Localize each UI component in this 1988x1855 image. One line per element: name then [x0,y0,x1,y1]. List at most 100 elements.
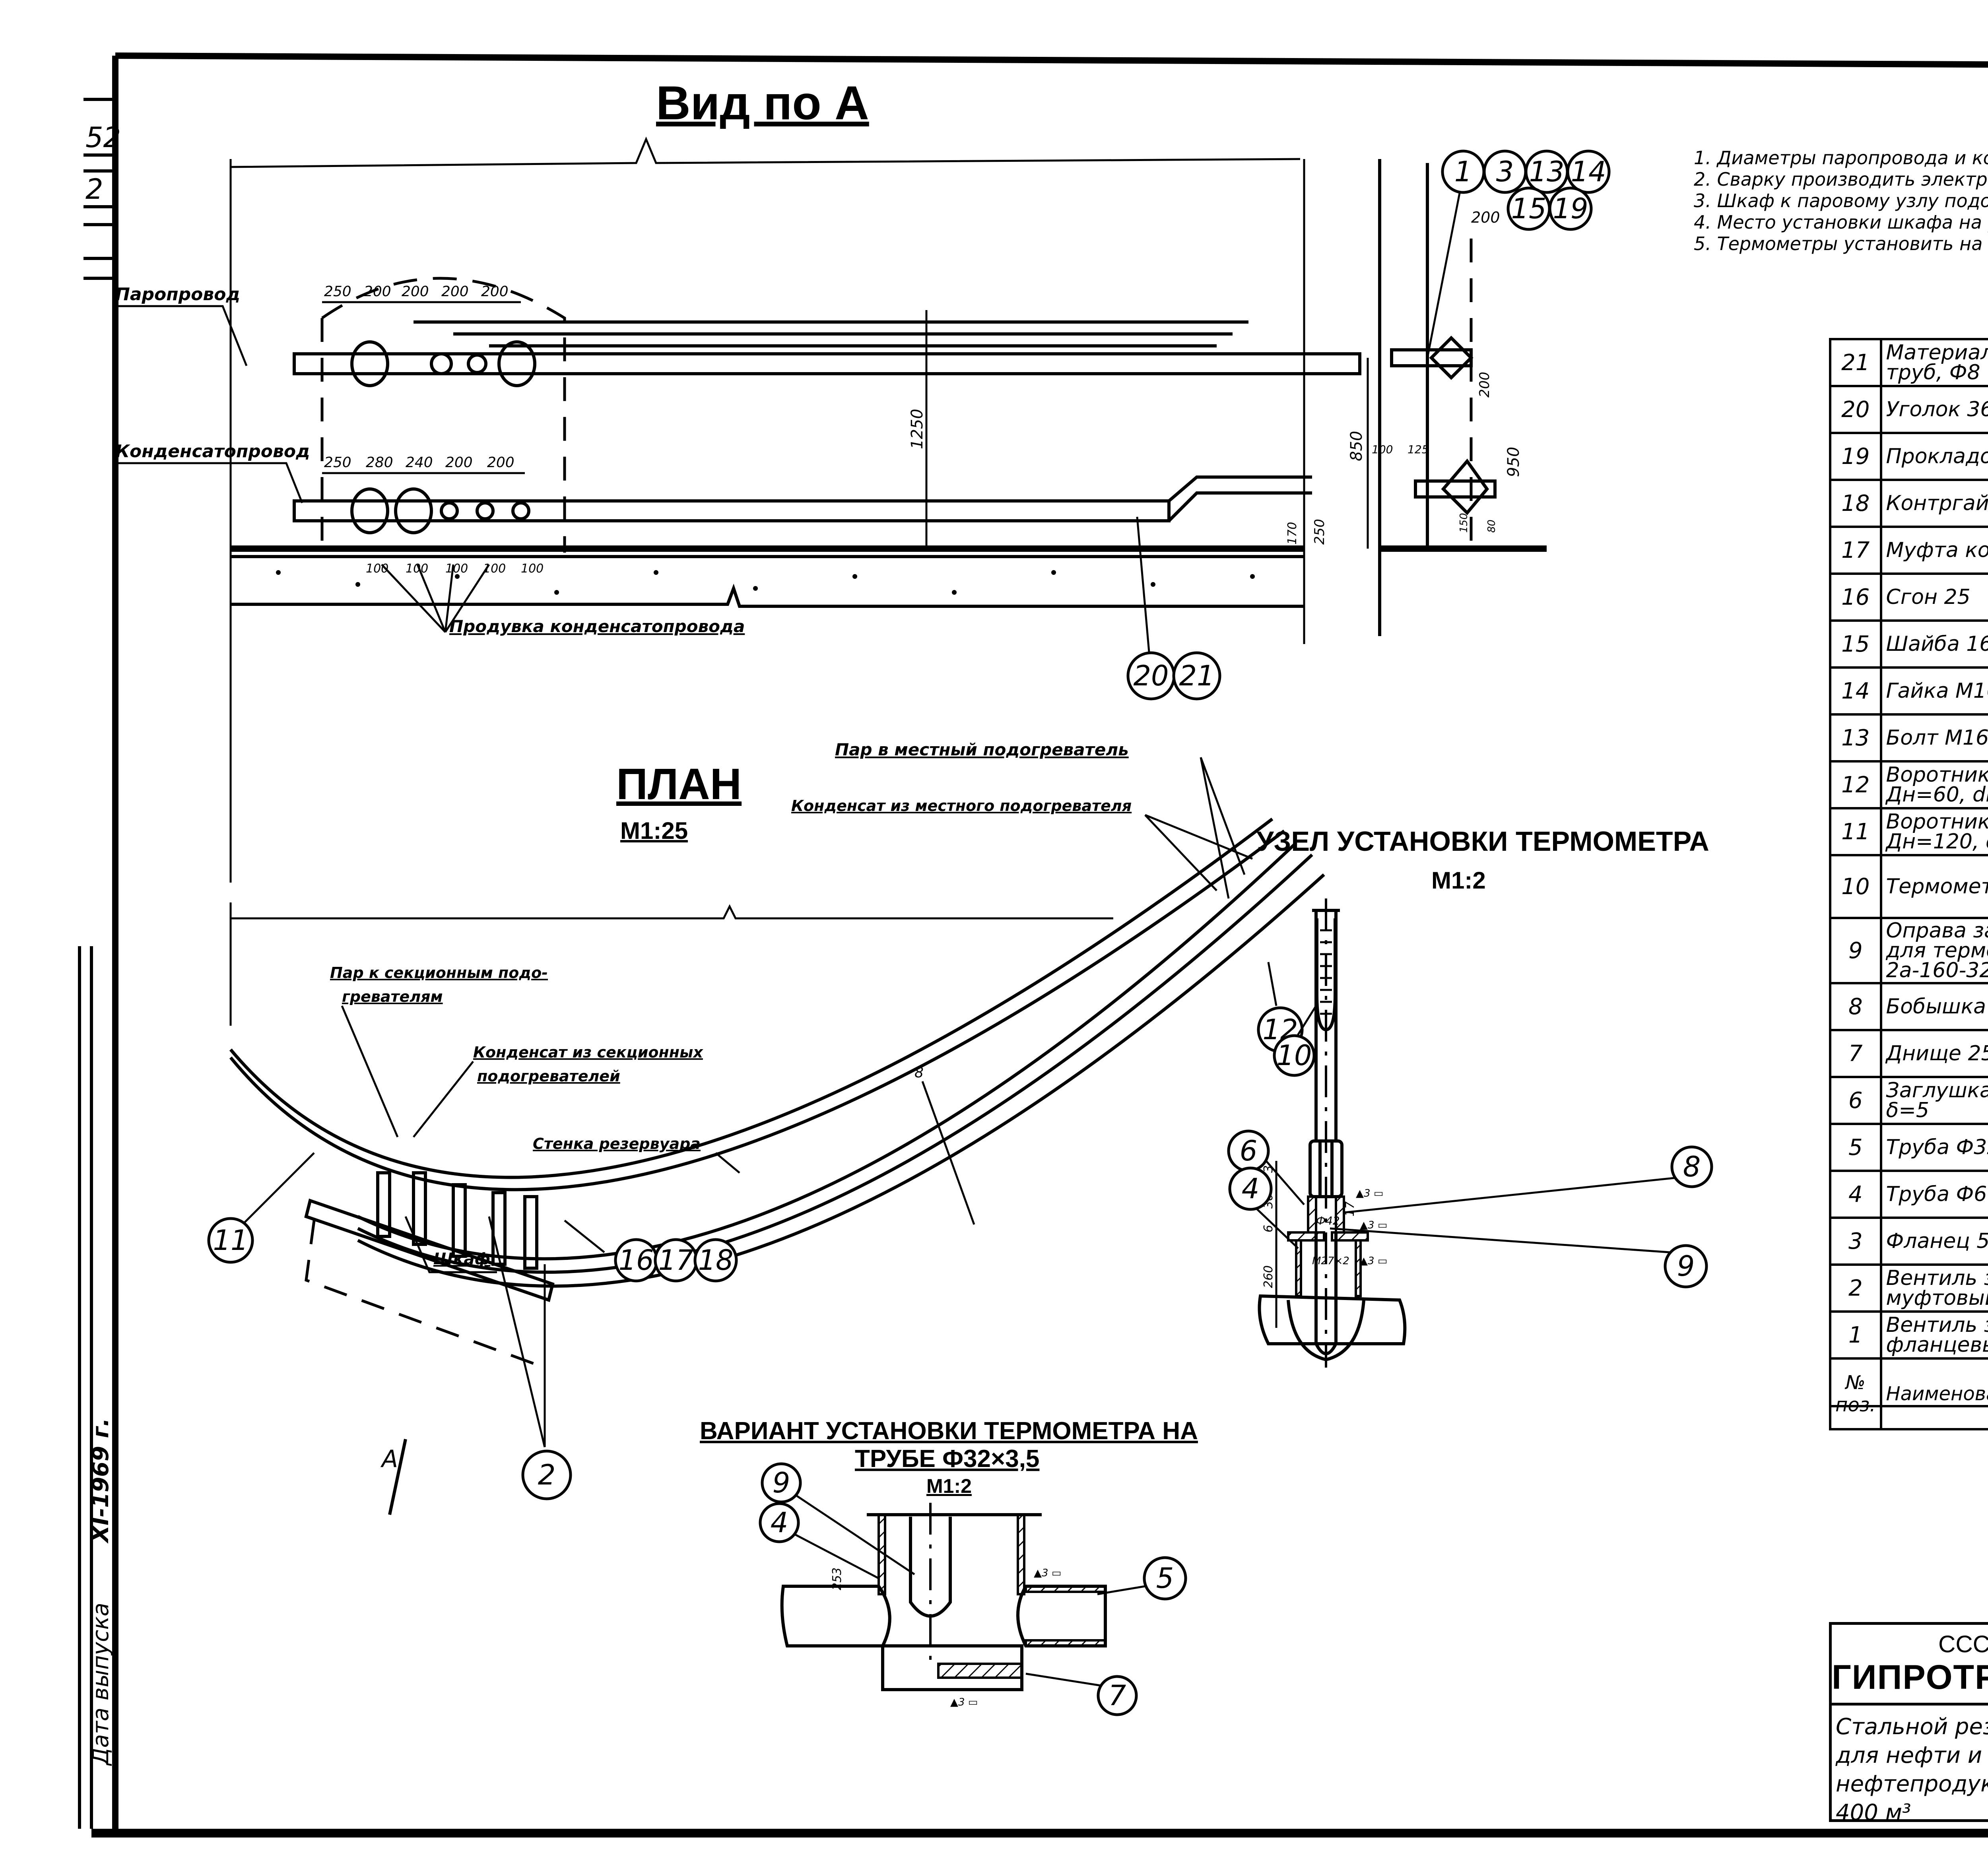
section-mark-a: А [380,1445,398,1473]
balloon-1: 1 [1441,149,1485,194]
spec-name: Шайба 16 [1879,619,1988,669]
thermo-d42: Ф42 [1316,1214,1340,1227]
svg-text:14: 14 [1571,155,1606,188]
spec-name: Труба Ф32×3,5 [1879,1123,1988,1172]
steam-local-label: Пар в местный подогреватель [835,740,1129,759]
spec-name: Гайка М16 [1879,666,1988,716]
svg-text:4: 4 [771,1506,788,1539]
thermo-m27: М27×2 [1312,1255,1349,1267]
title-block-organization: СССР ГИПРОТРУБОПРОВОД [1829,1622,1988,1706]
balloon-18: 18 [693,1238,738,1283]
purge-label: Продувка конденсатопровода [449,617,745,636]
cond-local-label: Конденсат из местного подогревателя [791,797,1132,815]
cabinet-label: Шкаф [433,1250,490,1268]
spec-name: Вентиль запорный муфтовый 15б 1бр, 25-16 [1879,1263,1988,1313]
svg-text:11: 11 [213,1224,248,1257]
spec-name: Материал для крепления труб, Ф8 [1879,338,1988,387]
balloon-20: 20 [1126,651,1176,700]
steam-pipe-label: Паропровод [115,284,240,305]
spec-pos: 15 [1829,619,1882,669]
cond-section-label-2: подогревателей [477,1067,620,1085]
balloon-3: 3 [1483,149,1527,194]
balloon-19: 19 [1548,186,1593,231]
svg-text:19: 19 [1553,192,1588,225]
spec-name: Муфта короткая 25 [1879,526,1988,575]
balloon-16: 16 [614,1238,658,1283]
plan-title: ПЛАН [616,760,742,809]
svg-text:250: 250 [324,454,351,471]
balloon-4: 4 [1228,1166,1273,1211]
plan-dim-8: 8 [914,1065,924,1081]
note-item: 2. Сварку производить электродами типа Э… [1694,169,1988,190]
weld-mark-3: ▲3 ▭ [1360,1255,1387,1267]
svg-text:100: 100 [406,562,428,576]
spec-name: Воротник для трубы Ф60, Дн=120, dвн=62, … [1879,807,1988,856]
balloon-8: 8 [1670,1145,1713,1188]
spec-pos: 18 [1829,479,1882,528]
note-item: 4. Место установки шкафа на резервуаре с… [1694,212,1988,233]
header-pos: № поз. [1829,1357,1882,1430]
spec-row: 10Термометр А №4-2а 160-320—шт5——Учтен п… [1829,854,1988,919]
svg-text:9: 9 [1677,1250,1695,1283]
plan-scale: М1:25 [620,817,688,844]
spec-row: 19Прокладочный материалпаронитм²1,5--ГОС… [1829,432,1988,481]
header-name: Наименование [1879,1357,1988,1430]
issue-label: Дата выпуска [88,1603,114,1766]
spec-name: Уголок 36×36×3 [1879,385,1988,434]
steam-section-label-1: Пар к секционным подо- [330,964,548,982]
spec-name: Вентиль запорный фланцевый 15с58нж 50-16 [1879,1310,1988,1360]
variant-dim-253: 253 [830,1568,844,1590]
bottom-frame-line [91,1829,1988,1838]
svg-text:17: 17 [658,1244,693,1277]
svg-text:250: 250 [324,283,351,300]
spec-pos: 13 [1829,713,1882,763]
spec-pos: 6 [1829,1076,1882,1125]
country: СССР [1938,1631,1988,1657]
svg-text:18: 18 [698,1244,733,1277]
balloon-variant-4: 4 [759,1502,800,1543]
notes-list: 1. Диаметры паропровода и конденсатопров… [1694,147,1988,254]
balloon-10: 10 [1273,1034,1316,1077]
spec-name: Труба Ф60×3,5 [1879,1170,1988,1219]
spec-pos: 2 [1829,1263,1882,1313]
svg-text:200: 200 [445,454,473,471]
cabinet-block [304,1171,555,1369]
view-a-title: Вид по А [656,76,869,130]
note-item: 3. Шкаф к паровому узлу подогревателей с… [1694,190,1988,212]
svg-text:280: 280 [366,454,393,471]
svg-text:200: 200 [487,454,514,471]
spec-name: Сгон 25 [1879,572,1988,622]
spec-name: Воротник для трубы Ф32, Дн=60, dвн=34, δ… [1879,760,1988,809]
dim-200-top: 200 [1471,209,1500,226]
dim-125: 125 [1408,443,1429,456]
spec-pos: 4 [1829,1170,1882,1219]
svg-text:10: 10 [1276,1039,1312,1072]
steam-section-label-2: гревателям [342,988,443,1005]
plan-view: ПЛАН М1:25 8 Пар в местный подогреватель… [207,740,1325,1515]
svg-text:100: 100 [521,562,544,576]
cond-section-label-1: Конденсат из секционных [473,1044,703,1061]
margin-stamp-1: 52 [85,121,121,154]
thermometer-node: УЗЕЛ УСТАНОВКИ ТЕРМОМЕТРА М1:2 10 Ф42 М2… [1227,826,1713,1368]
svg-text:16: 16 [618,1244,654,1277]
condensate-dimension-row: 250 280 240 200 200 [322,454,525,474]
spec-row: 18Контргайка 25Стшт50,0820,41ГОСТ 8968-5… [1829,479,1988,528]
dim-100: 100 [1372,443,1393,456]
svg-text:4: 4 [1242,1172,1260,1205]
issue-date: XI-1969 г. [88,1418,114,1544]
weld-mark-2: ▲3 ▭ [1360,1219,1387,1231]
organization: ГИПРОТРУБОПРОВОД [1832,1658,1988,1696]
balloon-15: 15 [1507,186,1551,231]
condensate-pipe-label: Конденсатопровод [115,441,310,462]
dim-80: 80 [1486,520,1498,533]
